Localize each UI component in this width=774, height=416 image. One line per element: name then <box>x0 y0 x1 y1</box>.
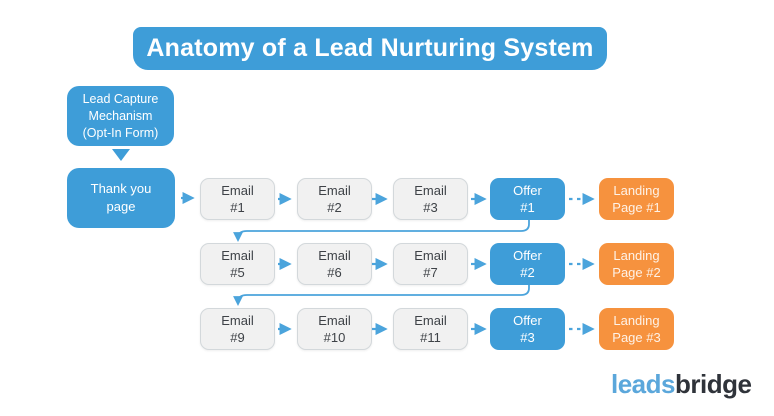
thank-you-page-node: Thank you page <box>67 168 175 228</box>
label-line: #11 <box>420 330 441 345</box>
loopback-connector <box>233 285 530 306</box>
label-line: #2 <box>327 200 342 215</box>
email-node-7: Email #7 <box>393 243 468 285</box>
offer-node-3: Offer #3 <box>490 308 565 350</box>
label-line: #6 <box>327 265 342 280</box>
label-line: #3 <box>520 330 535 345</box>
label-line: #7 <box>423 265 438 280</box>
landing-page-node-2: Landing Page #2 <box>599 243 674 285</box>
label-line: Landing <box>613 248 660 263</box>
label-line: page <box>106 199 136 214</box>
label-line: Email <box>221 248 254 263</box>
label-line: Page #3 <box>612 330 661 345</box>
label-line: Thank you <box>90 181 152 196</box>
landing-page-node-1: Landing Page #1 <box>599 178 674 220</box>
email-node-3: Email #3 <box>393 178 468 220</box>
email-node-5: Email #5 <box>200 243 275 285</box>
logo-bridge: bridge <box>675 369 752 399</box>
label-line: Email <box>318 183 351 198</box>
label-line: #10 <box>323 330 346 345</box>
email-node-9: Email #9 <box>200 308 275 350</box>
email-node-2: Email #2 <box>297 178 372 220</box>
logo-leads: leads <box>611 369 676 399</box>
label-line: Email <box>221 183 254 198</box>
leadsbridge-logo: leadsbridge <box>611 369 752 400</box>
label-line: Page #2 <box>612 265 661 280</box>
label-line: Email <box>414 183 447 198</box>
label-line: #2 <box>520 265 535 280</box>
offer-node-2: Offer #2 <box>490 243 565 285</box>
label-line: #3 <box>423 200 438 215</box>
label-line: Email <box>318 313 351 328</box>
diagram-title: Anatomy of a Lead Nurturing System <box>133 27 607 70</box>
label-line: Lead Capture <box>82 91 159 106</box>
email-node-10: Email #10 <box>297 308 372 350</box>
label-line: Landing <box>613 313 660 328</box>
email-node-1: Email #1 <box>200 178 275 220</box>
email-node-6: Email #6 <box>297 243 372 285</box>
landing-page-node-3: Landing Page #3 <box>599 308 674 350</box>
down-arrow-icon <box>112 149 130 161</box>
email-node-11: Email #11 <box>393 308 468 350</box>
label-line: Offer <box>513 248 542 263</box>
label-line: Email <box>221 313 254 328</box>
label-line: Landing <box>613 183 660 198</box>
offer-node-1: Offer #1 <box>490 178 565 220</box>
label-line: (Opt-In Form) <box>82 125 159 140</box>
label-line: Email <box>414 313 447 328</box>
lead-capture-node: Lead Capture Mechanism (Opt-In Form) <box>67 86 174 146</box>
label-line: Email <box>414 248 447 263</box>
label-line: Mechanism <box>88 108 153 123</box>
label-line: Page #1 <box>612 200 661 215</box>
label-line: Offer <box>513 313 542 328</box>
loopback-connector <box>233 220 530 242</box>
label-line: #5 <box>230 265 245 280</box>
label-line: #9 <box>230 330 245 345</box>
label-line: #1 <box>230 200 245 215</box>
label-line: Offer <box>513 183 542 198</box>
label-line: Email <box>318 248 351 263</box>
label-line: #1 <box>520 200 535 215</box>
